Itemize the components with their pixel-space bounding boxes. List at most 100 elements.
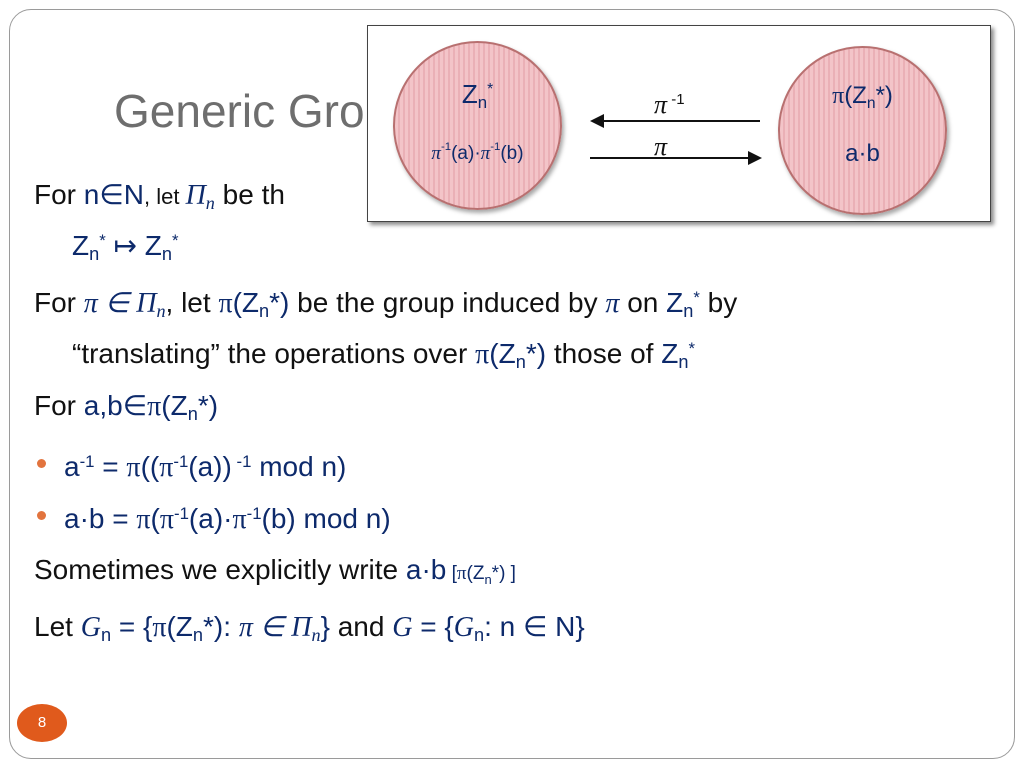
arrow-left xyxy=(590,114,760,128)
pi: π xyxy=(475,339,490,370)
text: a·b = xyxy=(64,503,137,534)
text: (a)· xyxy=(188,503,233,534)
slide-title: Generic Group xyxy=(114,85,416,137)
Z: Z xyxy=(72,230,90,261)
text: = { xyxy=(412,611,454,642)
star: * xyxy=(688,339,695,358)
G-symbol: G xyxy=(453,612,474,643)
pi: π xyxy=(136,504,151,535)
text: a xyxy=(64,451,80,482)
bracket: [ xyxy=(446,563,457,584)
exponent: -1 xyxy=(246,504,262,523)
text: (b) xyxy=(500,143,524,164)
star: * xyxy=(693,288,700,307)
pi: π xyxy=(232,504,247,535)
bullet-dot-icon xyxy=(37,459,46,468)
arrowhead-left-icon xyxy=(590,114,604,128)
text: = xyxy=(94,451,127,482)
subscript: n xyxy=(477,93,488,112)
bullet-dot-icon xyxy=(37,511,46,520)
line-for-pi: For π ∈ Πn, let π(Zn*) be the group indu… xyxy=(34,279,984,330)
subscript: n xyxy=(484,572,492,587)
text: (a)· xyxy=(451,143,481,164)
G-symbol: G xyxy=(392,612,413,643)
text: Let xyxy=(34,611,81,642)
pi: π xyxy=(456,563,467,584)
line-translating: “translating” the operations over π(Zn*)… xyxy=(34,330,984,381)
circle-pi-zn-star: π(Zn*) a·b xyxy=(778,46,947,215)
star: * xyxy=(99,231,106,250)
star-close: *) xyxy=(525,338,547,369)
pi-set: Π xyxy=(136,288,157,319)
line-mapping: Zn* ↦ Zn* xyxy=(34,222,984,273)
circle-label: Zn* xyxy=(395,79,560,113)
pi: π xyxy=(159,504,174,535)
text: (a)) xyxy=(188,451,232,482)
mapping-diagram: Zn* π-1(a)·π-1(b) π(Zn*) a·b π -1 π xyxy=(367,25,991,222)
vars-ab: a,b xyxy=(83,390,123,421)
pi: π xyxy=(126,452,141,483)
text: Sometimes we explicitly write xyxy=(34,554,406,585)
exponent: -1 xyxy=(440,141,452,153)
pi: π xyxy=(159,452,174,483)
Z: (Z xyxy=(161,390,188,421)
pi-set: Π xyxy=(291,612,312,643)
element-of-symbol: ∈ xyxy=(122,391,148,422)
text: : n xyxy=(484,611,523,642)
subscript: n xyxy=(156,301,166,321)
text: a·b xyxy=(405,554,447,585)
pi: π xyxy=(480,143,491,164)
subscript: n xyxy=(100,625,112,645)
text: (Z xyxy=(844,82,867,109)
Z: Z xyxy=(661,338,679,369)
G-symbol: G xyxy=(80,612,101,643)
star: * xyxy=(172,231,179,250)
line-for-n: For n∈N, let Πn be th xyxy=(34,176,984,222)
text: N} xyxy=(547,611,585,642)
star-close: *) xyxy=(269,287,290,318)
pi: π xyxy=(431,143,441,164)
subscript: n xyxy=(205,193,215,213)
text: , let xyxy=(165,287,219,318)
exponent: -1 xyxy=(490,141,501,153)
text: (( xyxy=(140,451,160,482)
text: *) xyxy=(875,82,893,109)
bullet-product: a·b = π(π-1(a)·π-1(b) mod n) xyxy=(34,497,984,537)
text: on xyxy=(619,287,667,318)
page-number-badge: 8 xyxy=(17,704,67,742)
line-for-ab: For a,b∈π(Zn*) xyxy=(34,387,984,433)
pi: π xyxy=(83,288,98,319)
text: For xyxy=(34,179,84,210)
pi: π xyxy=(605,288,620,319)
subscript: n xyxy=(192,625,204,645)
exponent: -1 xyxy=(173,452,189,471)
pi-set: Π xyxy=(185,180,206,211)
text: and xyxy=(329,611,393,642)
element-of-symbol: ∈ xyxy=(522,612,548,643)
subscript: n xyxy=(89,244,100,264)
Z: (Z xyxy=(489,338,516,369)
pi: π xyxy=(832,83,845,109)
arrowhead-right-icon xyxy=(748,151,762,165)
Z: Z xyxy=(666,287,684,318)
subscript: n xyxy=(473,625,485,645)
subscript: n xyxy=(866,95,876,112)
text: For xyxy=(34,287,84,318)
exponent: -1 xyxy=(667,91,685,108)
arrow-right xyxy=(590,151,762,165)
pi: π xyxy=(654,90,668,119)
subscript: n xyxy=(515,352,526,372)
pi: π xyxy=(147,391,162,422)
circle-expression: π-1(a)·π-1(b) xyxy=(395,141,560,165)
arrow-label-inverse: π -1 xyxy=(654,90,685,120)
Z: (Z xyxy=(232,287,260,318)
text: (b) mod n) xyxy=(261,503,391,534)
bullet-inverse: a-1 = π((π-1(a)) -1 mod n) xyxy=(34,445,984,485)
Z: Z xyxy=(144,230,162,261)
pi: π xyxy=(238,612,253,643)
pi: π xyxy=(152,612,167,643)
text: by xyxy=(699,287,738,318)
var-n: n xyxy=(83,179,100,210)
text: For xyxy=(34,390,84,421)
